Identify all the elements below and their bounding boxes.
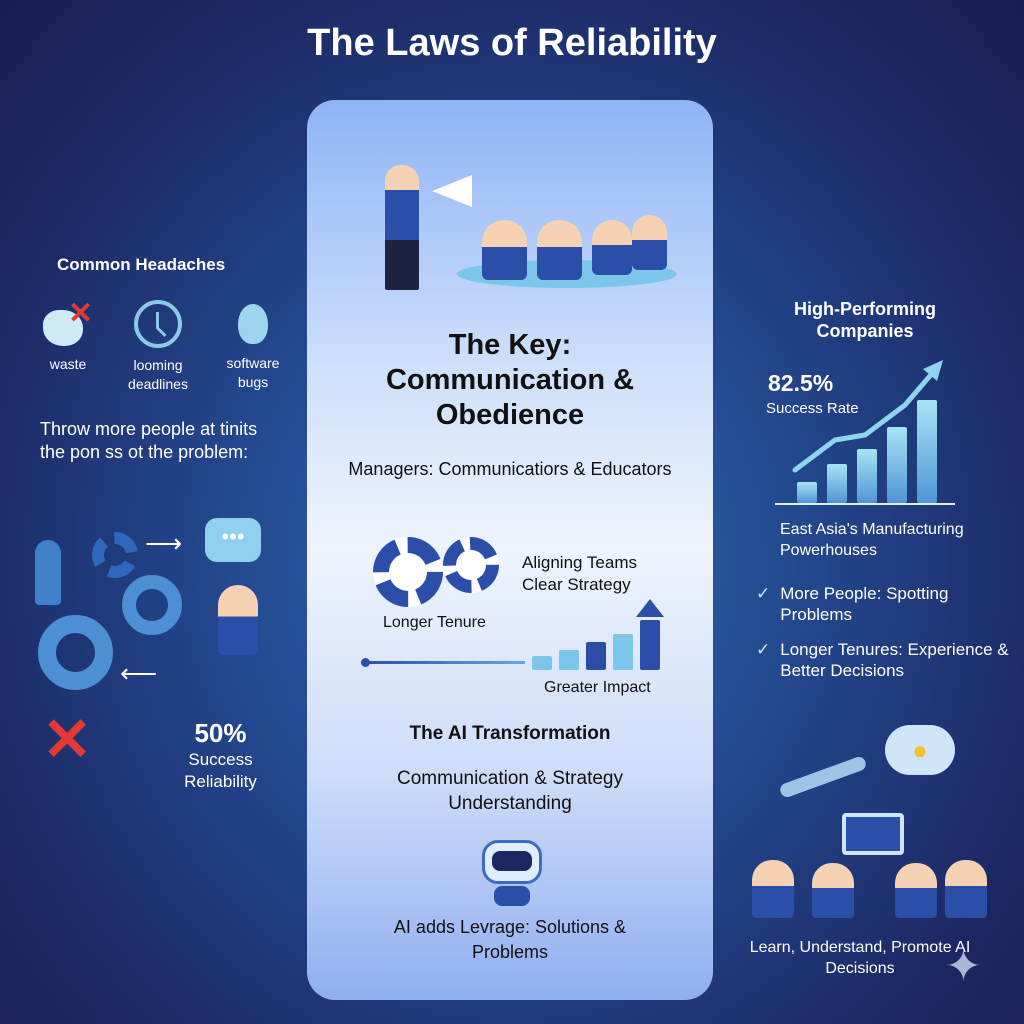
- up-arrow-icon: [636, 599, 664, 617]
- key-title: The Key: Communication & Obedience: [385, 329, 635, 431]
- gear-icon: [92, 532, 138, 578]
- speaker-figure: [385, 165, 419, 290]
- manager-avatar: [218, 585, 258, 655]
- team-member: [482, 220, 527, 280]
- chart-bar: [917, 400, 937, 503]
- right-stat-label: Success Rate: [766, 400, 859, 417]
- impact-bars: [532, 599, 667, 670]
- bug-icon: [238, 304, 268, 344]
- x-mark-icon: ✕: [68, 297, 94, 330]
- headache-deadlines: looming deadlines: [118, 300, 198, 394]
- right-heading: High-Performing Companies: [794, 299, 936, 341]
- team-member: [812, 863, 854, 918]
- team-member: [945, 860, 987, 918]
- robot-icon: [480, 838, 544, 908]
- check-icon: ✓: [756, 584, 771, 603]
- gears-illustration: ⟶ ••• ⟵: [30, 500, 280, 700]
- page-title: The Laws of Reliability: [307, 22, 717, 64]
- center-panel: The Key: Communication & Obedience Manag…: [307, 100, 713, 1000]
- team-member: [537, 220, 582, 280]
- arrow-right-icon: ⟶: [145, 528, 183, 558]
- chart-caption: East Asia's Manufacturing Powerhouses: [780, 521, 964, 559]
- fail-x-icon: ✕: [42, 706, 93, 773]
- clock-icon: [134, 300, 182, 348]
- impact-slider: [361, 658, 525, 667]
- gear-icon: [443, 537, 499, 593]
- managers-text: Managers: Communicatiors & Educators: [348, 459, 672, 479]
- team-member: [592, 220, 632, 275]
- team-illustration: [377, 160, 677, 300]
- robot-arm-icon: [778, 755, 868, 799]
- lightbulb-cloud-icon: ●: [885, 725, 955, 775]
- team-member: [752, 860, 794, 918]
- gear-icon: [122, 575, 182, 635]
- headache-bugs: software bugs: [218, 300, 288, 394]
- left-stat-value: 50%: [194, 718, 247, 748]
- aligning-text: Aligning Teams Clear Strategy: [522, 553, 637, 594]
- left-stat-label: Success Reliability: [184, 750, 257, 791]
- team-member: [632, 215, 667, 270]
- ai-subtext: Communication & Strategy Understanding: [397, 768, 623, 814]
- crumpled-paper-icon: [43, 310, 83, 346]
- chart-bar: [797, 482, 817, 503]
- check-item: ✓More People: Spotting Problems: [756, 584, 949, 624]
- trend-arrow: [792, 360, 943, 473]
- chart-bar: [857, 449, 877, 503]
- arrow-left-icon: ⟵: [120, 658, 158, 688]
- person-icon: [35, 540, 61, 605]
- right-stat-value: 82.5%: [768, 370, 834, 396]
- ai-leverage-text: AI adds Levrage: Solutions & Problems: [393, 917, 627, 962]
- headache-waste: ✕ waste: [38, 297, 98, 394]
- left-statement: Throw more people at tinits the pon ss o…: [40, 419, 258, 462]
- megaphone-icon: [432, 175, 472, 207]
- laptop-icon: [842, 813, 904, 855]
- right-footer: Learn, Understand, Promote AI Decisions: [749, 939, 971, 977]
- headaches-heading: Common Headaches: [57, 255, 226, 274]
- ai-team-illustration: ●: [750, 725, 990, 920]
- ai-heading: The AI Transformation: [409, 723, 611, 744]
- chat-bubble-icon: •••: [205, 518, 261, 562]
- team-member: [895, 863, 937, 918]
- tenure-label: Longer Tenure: [383, 614, 486, 631]
- check-icon: ✓: [756, 640, 771, 659]
- gear-icon: [373, 537, 443, 607]
- growth-chart: [775, 355, 955, 505]
- chart-bar: [887, 426, 907, 503]
- sparkle-icon: ✦: [945, 942, 982, 991]
- chart-bar: [827, 463, 847, 503]
- impact-label: Greater Impact: [544, 679, 651, 696]
- gear-icon: [38, 615, 113, 690]
- check-item: ✓Longer Tenures: Experience & Better Dec…: [756, 640, 1009, 680]
